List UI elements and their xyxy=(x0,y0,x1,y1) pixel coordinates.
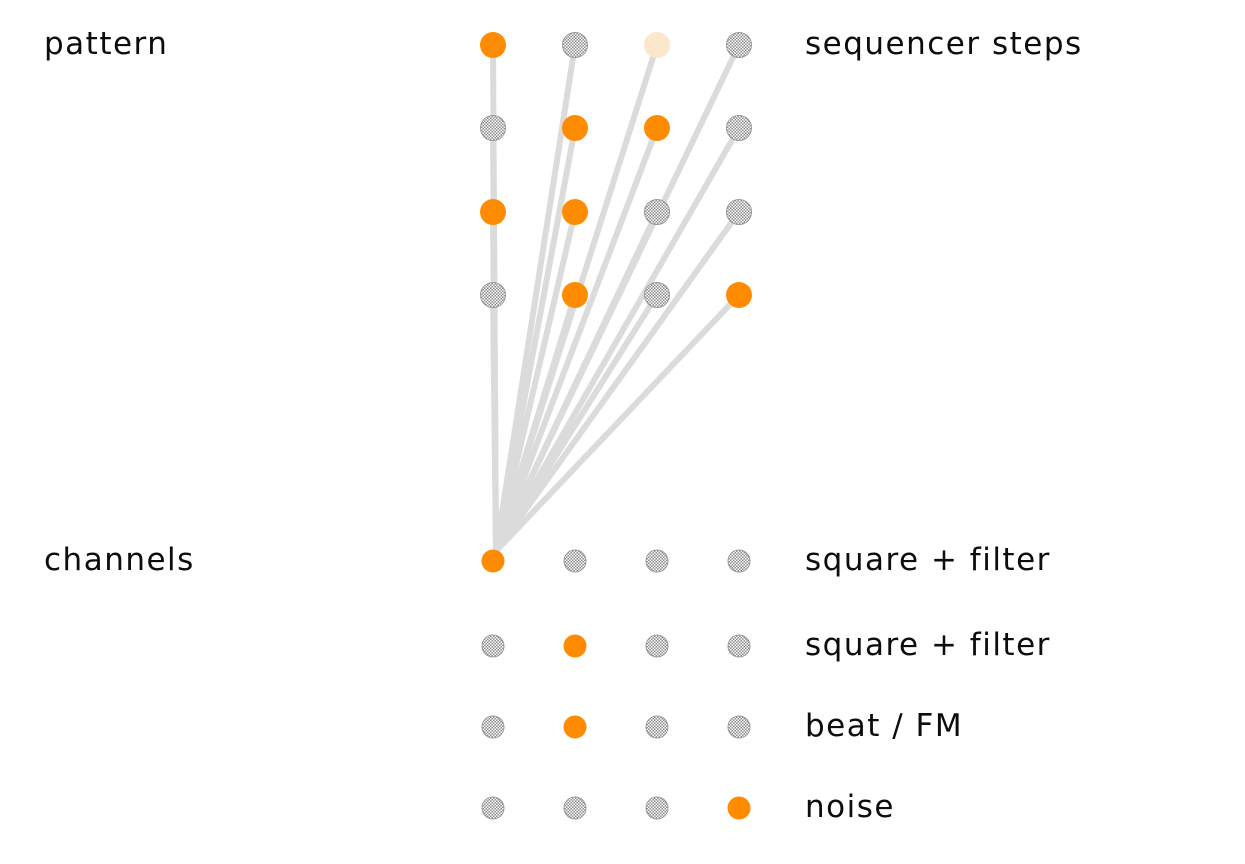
connection-line xyxy=(490,294,499,552)
connection-line xyxy=(493,293,660,553)
channel-dot-r1c2 xyxy=(563,549,587,573)
channel-label-beat-fm: beat / FM xyxy=(805,707,964,744)
channel-dot-r3c4 xyxy=(727,715,751,739)
pattern-step-dot-r4c1 xyxy=(480,282,506,308)
connection-line xyxy=(490,127,499,552)
connection-line xyxy=(493,127,578,552)
channel-dot-r4c4 xyxy=(727,796,751,820)
pattern-step-dot-r1c3 xyxy=(644,32,670,58)
pattern-step-dot-r3c2 xyxy=(562,199,588,225)
channel-dot-r3c1 xyxy=(481,715,505,739)
channel-label-noise: noise xyxy=(805,788,895,825)
channel-dot-r3c2 xyxy=(563,715,587,739)
connection-line xyxy=(493,210,660,553)
channel-dot-r4c1 xyxy=(481,796,505,820)
channel-label-square-filter-2: square + filter xyxy=(805,626,1051,663)
connection-line xyxy=(493,126,742,553)
pattern-step-dot-r1c1 xyxy=(480,32,506,58)
pattern-step-dot-r4c2 xyxy=(562,282,588,308)
pattern-step-dot-r3c1 xyxy=(480,199,506,225)
pattern-step-dot-r4c3 xyxy=(644,282,670,308)
pattern-step-dot-r3c3 xyxy=(644,199,670,225)
connection-line xyxy=(490,211,499,552)
pattern-step-dot-r2c4 xyxy=(726,115,752,141)
pattern-step-dot-r2c2 xyxy=(562,115,588,141)
sequencer-steps-label: sequencer steps xyxy=(805,25,1083,62)
pattern-step-dot-r2c1 xyxy=(480,115,506,141)
connection-line xyxy=(493,126,660,553)
pattern-label: pattern xyxy=(44,25,169,62)
channel-dot-r3c3 xyxy=(645,715,669,739)
channel-dot-r1c3 xyxy=(645,549,669,573)
connection-line xyxy=(493,43,742,553)
pattern-step-dot-r2c3 xyxy=(644,115,670,141)
pattern-step-dot-r3c4 xyxy=(726,199,752,225)
connection-line xyxy=(493,211,578,552)
pattern-step-dot-r1c4 xyxy=(726,32,752,58)
channels-label: channels xyxy=(44,541,195,578)
connection-line xyxy=(493,210,742,553)
pattern-step-dot-r4c4 xyxy=(726,282,752,308)
channel-dot-r2c4 xyxy=(727,634,751,658)
channel-dot-r1c1 xyxy=(481,549,505,573)
channel-dot-r4c3 xyxy=(645,796,669,820)
channel-dot-r2c1 xyxy=(481,634,505,658)
channel-dot-r4c2 xyxy=(563,796,587,820)
channel-dot-r2c3 xyxy=(645,634,669,658)
channel-dot-r2c2 xyxy=(563,634,587,658)
pattern-step-dot-r1c2 xyxy=(562,32,588,58)
channel-label-square-filter-1: square + filter xyxy=(805,541,1051,578)
channel-dot-r1c4 xyxy=(727,549,751,573)
connection-line xyxy=(493,292,742,554)
connection-line xyxy=(493,294,578,552)
